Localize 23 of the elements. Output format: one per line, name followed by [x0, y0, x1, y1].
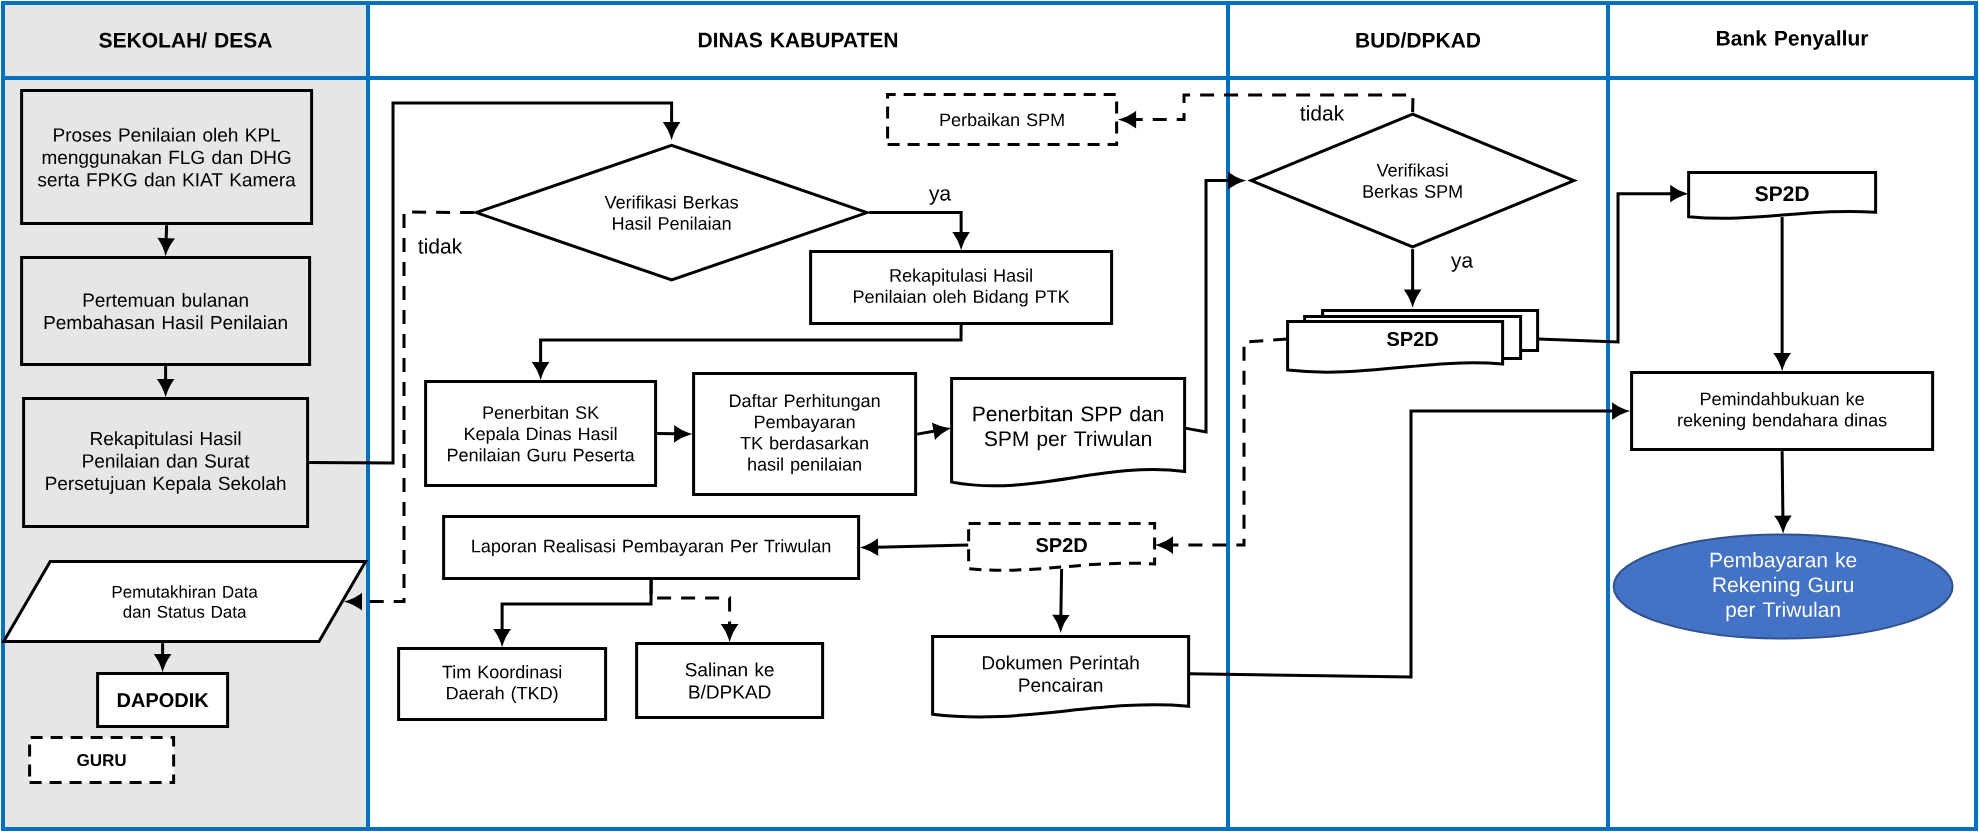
edge-label: ya	[929, 189, 952, 205]
process-box: Tim Koordinasi Daerah (TKD)	[397, 647, 608, 722]
dashed-arrow	[1158, 337, 1288, 553]
process-box: Pertemuan bulanan Pembahasan Hasil Penilaian	[20, 256, 312, 367]
process-box: Laporan Realisasi Pembayaran Per Triwulan	[442, 515, 861, 581]
arrow	[1775, 451, 1791, 531]
arrow	[869, 211, 969, 247]
process-box: Daftar Perhitungan Pembayaran TK berdasarkan hasil penilaian	[692, 372, 918, 497]
arrow	[916, 423, 949, 439]
arrow	[1774, 217, 1790, 368]
process-box: Proses Penilaian oleh KPL menggunakan FLG dan DHG serta FPKG dan KIAT Kamera	[20, 89, 314, 226]
dashed-box: GURU	[28, 736, 176, 785]
process-box: Salinan ke B/DPKAD	[635, 642, 825, 720]
process-box: Rekapitulasi Hasil Penilaian oleh Bidang PTK	[809, 250, 1114, 326]
edge-label: ya	[1451, 256, 1474, 272]
dashed-box: Perbaikan SPM	[886, 93, 1119, 147]
process-box: DAPODIK	[96, 672, 230, 729]
arrow	[657, 426, 689, 442]
process-box: Rekapitulasi Hasil Penilaian dan Surat Persetujuan Kepala Sekolah	[22, 397, 310, 529]
process-box: Pemindahbukuan ke rekening bendahara dinas	[1630, 371, 1935, 452]
arrow	[1405, 249, 1421, 305]
arrow	[1189, 403, 1627, 679]
process-box: Penerbitan SK Kepala Dinas Hasil Penilaian Guru Peserta	[424, 380, 658, 488]
